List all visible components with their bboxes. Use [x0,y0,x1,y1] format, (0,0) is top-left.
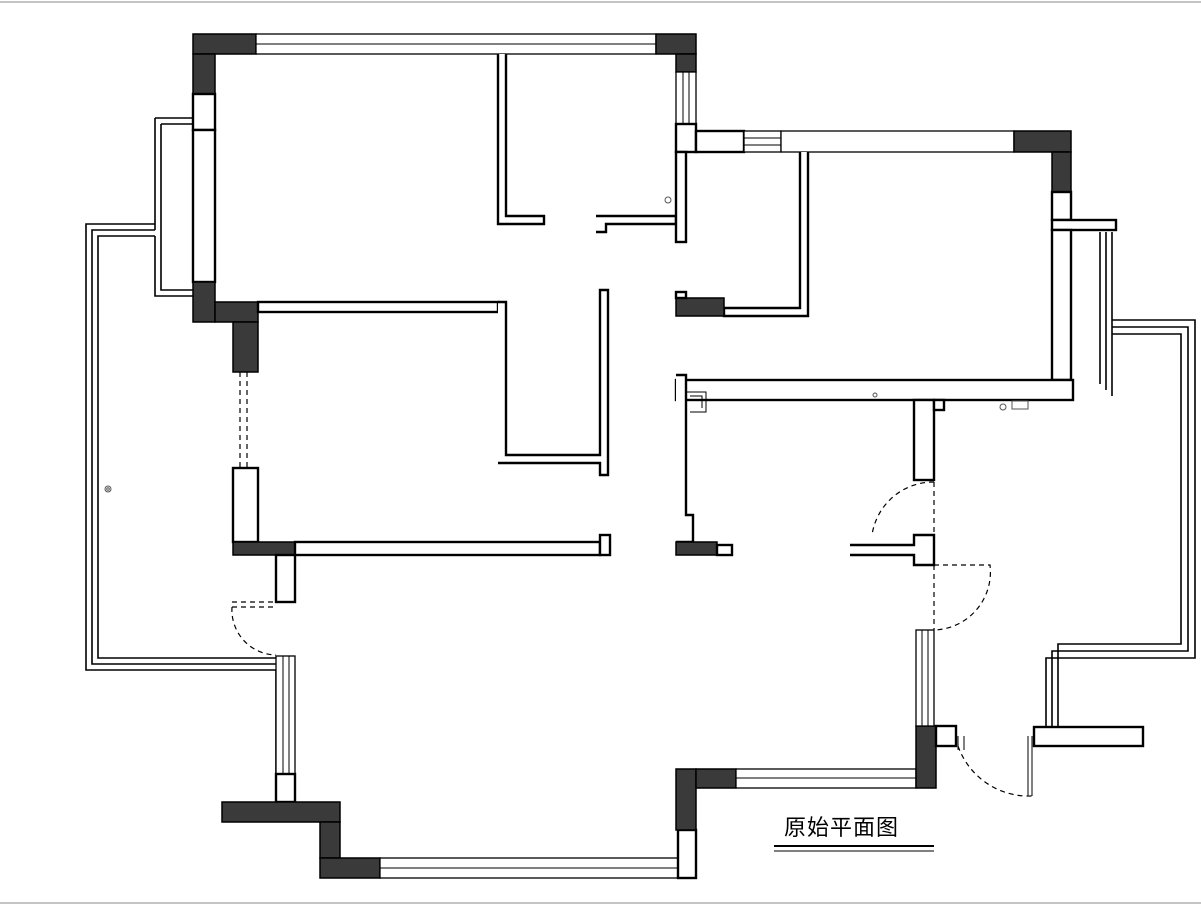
fixtures [104,196,1029,493]
title-underline [774,845,934,852]
west-balcony-railing [85,117,289,800]
east-balcony-ledge [1032,725,1145,748]
exterior-walls [191,33,1118,880]
east-balcony-railing [1032,232,1196,748]
interior-walls [256,54,946,567]
door-swings [231,372,1033,797]
plan-title: 原始平面图 [784,816,900,841]
